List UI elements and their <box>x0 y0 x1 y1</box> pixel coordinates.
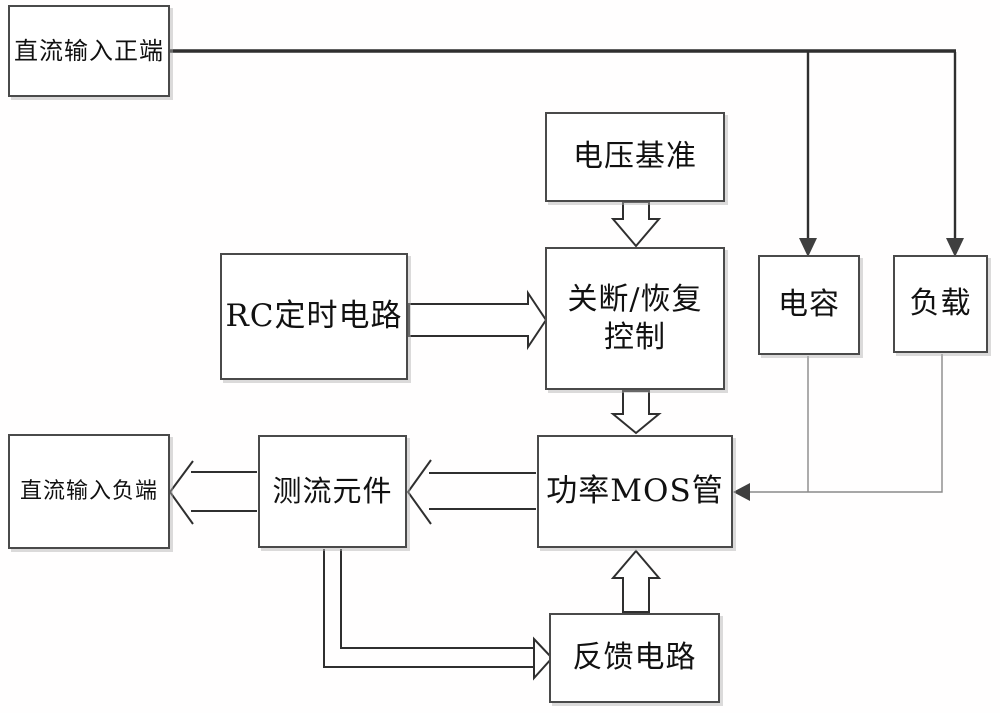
block-label: 电压基准 <box>573 139 697 175</box>
block-voltage-reference: 电压基准 <box>545 112 725 202</box>
block-load: 负载 <box>893 255 988 353</box>
block-label: 负载 <box>909 286 972 322</box>
block-label: 电容 <box>778 287 840 323</box>
arrow-feedback-to-mos <box>610 549 662 613</box>
arrow-vref-to-control <box>610 201 662 248</box>
block-rc-timing-circuit: RC定时电路 <box>220 253 408 380</box>
block-shutdown-recovery-control: 关断/恢复 控制 <box>545 247 725 390</box>
arrow-sensor-to-feedback <box>323 549 554 681</box>
wire-cap-load-to-mos <box>733 354 943 501</box>
arrow-bus-to-load <box>946 52 964 257</box>
arrow-mos-to-sensor <box>406 459 536 525</box>
block-label: 直流输入正端 <box>14 37 164 65</box>
arrow-sensor-to-dcneg <box>168 460 257 525</box>
block-label: 测流元件 <box>272 474 393 509</box>
arrow-rc-to-control <box>408 289 548 351</box>
block-label: 反馈电路 <box>572 640 697 676</box>
block-label: RC定时电路 <box>225 298 403 335</box>
block-label-line2: 控制 <box>604 319 666 355</box>
block-dc-input-negative: 直流输入负端 <box>8 434 170 549</box>
block-dc-input-positive: 直流输入正端 <box>8 5 170 97</box>
block-current-sensing-element: 测流元件 <box>258 435 407 548</box>
block-feedback-circuit: 反馈电路 <box>549 613 720 703</box>
block-label-line1: 关断/恢复 <box>567 282 703 317</box>
block-label: 直流输入负端 <box>19 478 158 504</box>
arrow-bus-to-capacitor <box>799 52 817 257</box>
block-power-mos: 功率MOS管 <box>537 435 733 548</box>
block-capacitor: 电容 <box>758 255 860 355</box>
arrow-control-to-mos <box>610 390 662 435</box>
block-label: 功率MOS管 <box>546 473 724 510</box>
